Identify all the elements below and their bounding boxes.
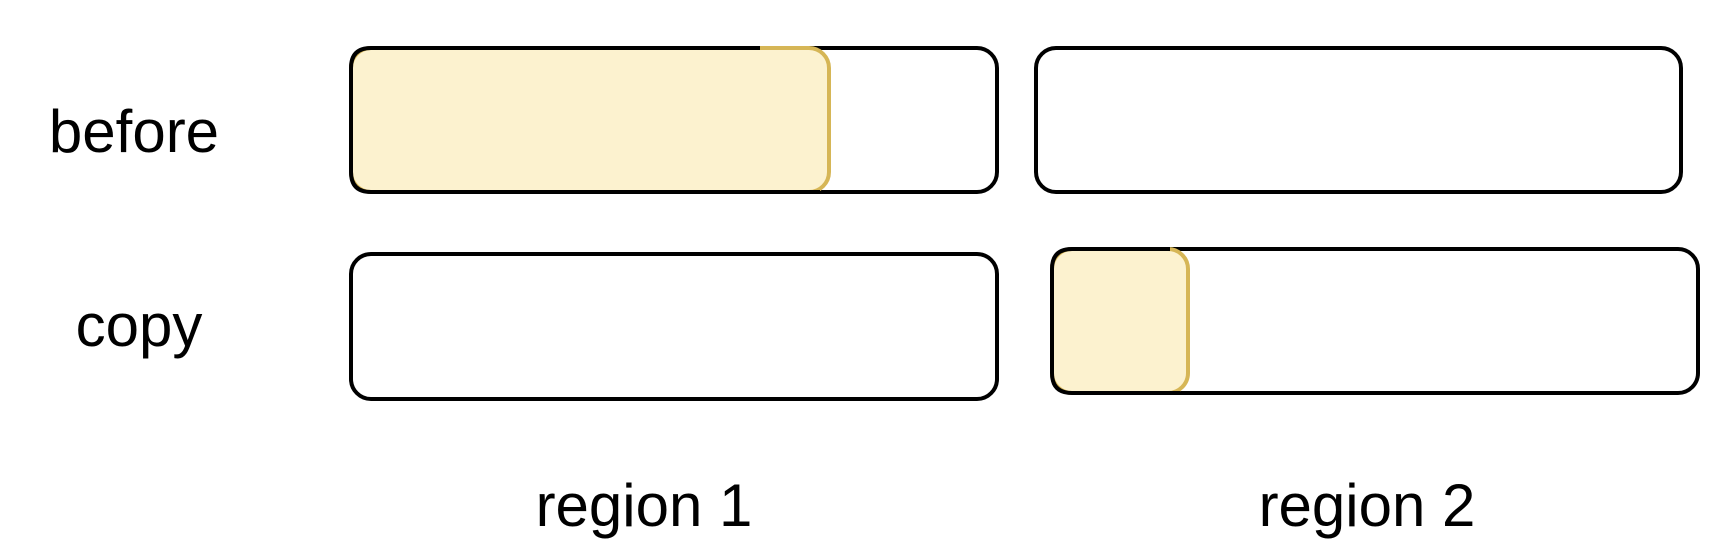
copy-region-2-box-edge [1050, 247, 1180, 395]
copy-region-2-used-fill [1050, 247, 1190, 395]
column-label-region-2: region 2 [1259, 472, 1476, 539]
copy-region-1-box [349, 252, 999, 401]
row-label-before: before [49, 98, 219, 165]
before-region-2-box [1034, 46, 1683, 194]
before-region-1-used-fill [349, 46, 831, 194]
row-label-copy: copy [76, 292, 203, 359]
before-region-1-box-edge [349, 46, 820, 194]
column-label-region-1: region 1 [536, 472, 753, 539]
